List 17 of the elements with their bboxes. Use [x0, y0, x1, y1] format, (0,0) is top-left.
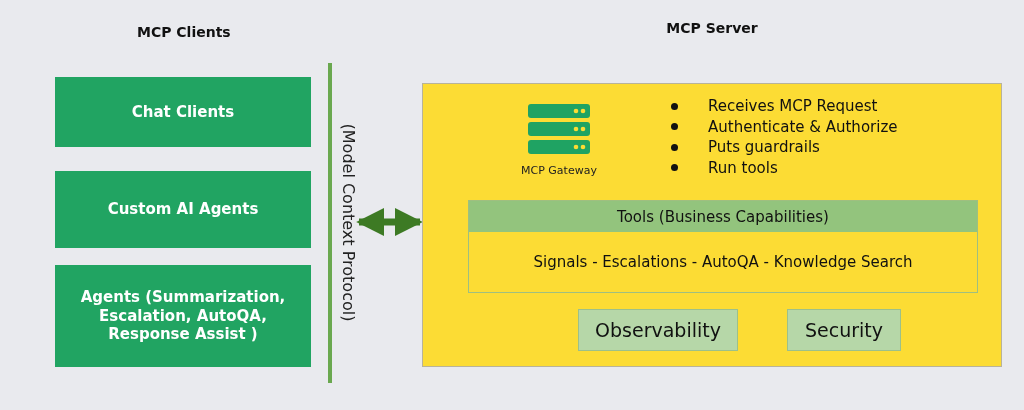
- column-heading: MCP Clients: [137, 24, 231, 40]
- client-box: Custom AI Agents: [55, 171, 311, 248]
- double-arrow: [356, 208, 423, 236]
- panel-header: Tools (Business Capabilities): [469, 201, 977, 232]
- bullet-text: Authenticate & Authorize: [708, 117, 898, 136]
- feature-box: Observability: [578, 309, 738, 351]
- panel-heading: MCP Server: [665, 20, 759, 36]
- client-box: Chat Clients: [55, 77, 311, 147]
- vertical-label: (Model Context Protocol): [338, 122, 358, 324]
- client-box: Agents (Summarization, Escalation, AutoQA, Response Assist ): [55, 265, 311, 367]
- feature-box: Security: [787, 309, 901, 351]
- panel-body-text: Signals - Escalations - AutoQA - Knowledge Search: [532, 252, 914, 273]
- bullet-text: Receives MCP Request: [708, 97, 878, 116]
- bullet-text: Puts guardrails: [708, 138, 820, 157]
- bullet-text: Run tools: [708, 158, 778, 177]
- icon-caption: MCP Gateway: [520, 164, 598, 177]
- tools-panel: [468, 200, 978, 293]
